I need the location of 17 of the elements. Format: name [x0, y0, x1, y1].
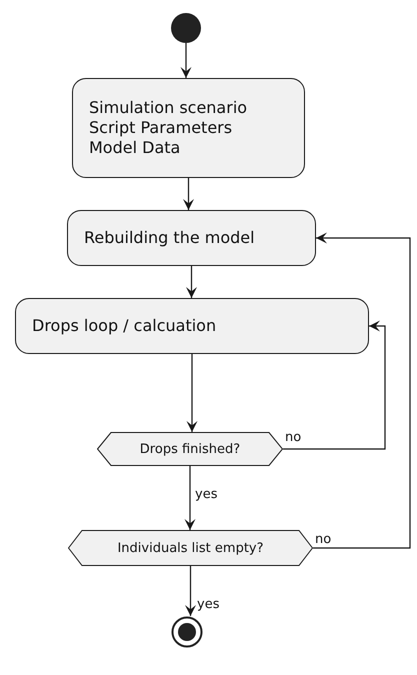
- activity-box: Simulation scenario Script Parameters Model Data: [72, 78, 305, 178]
- activity-box: Drops loop / calcuation: [15, 298, 369, 354]
- decision-hexagon: [68, 530, 313, 566]
- start-node: [171, 13, 201, 43]
- end-node: [171, 616, 203, 648]
- decision-hexagon: [97, 432, 283, 466]
- decision-text: Drops finished?: [140, 442, 240, 456]
- arrow: [185, 566, 196, 616]
- arrow: [186, 266, 197, 298]
- arrow: [180, 43, 192, 78]
- arrow: [184, 466, 196, 530]
- arrow: [183, 178, 194, 210]
- activity-box: Rebuilding the model: [67, 210, 316, 266]
- arrow: [313, 232, 411, 549]
- arrow: [186, 354, 198, 432]
- arrow: [283, 320, 386, 450]
- decision-text: Individuals list empty?: [117, 540, 264, 556]
